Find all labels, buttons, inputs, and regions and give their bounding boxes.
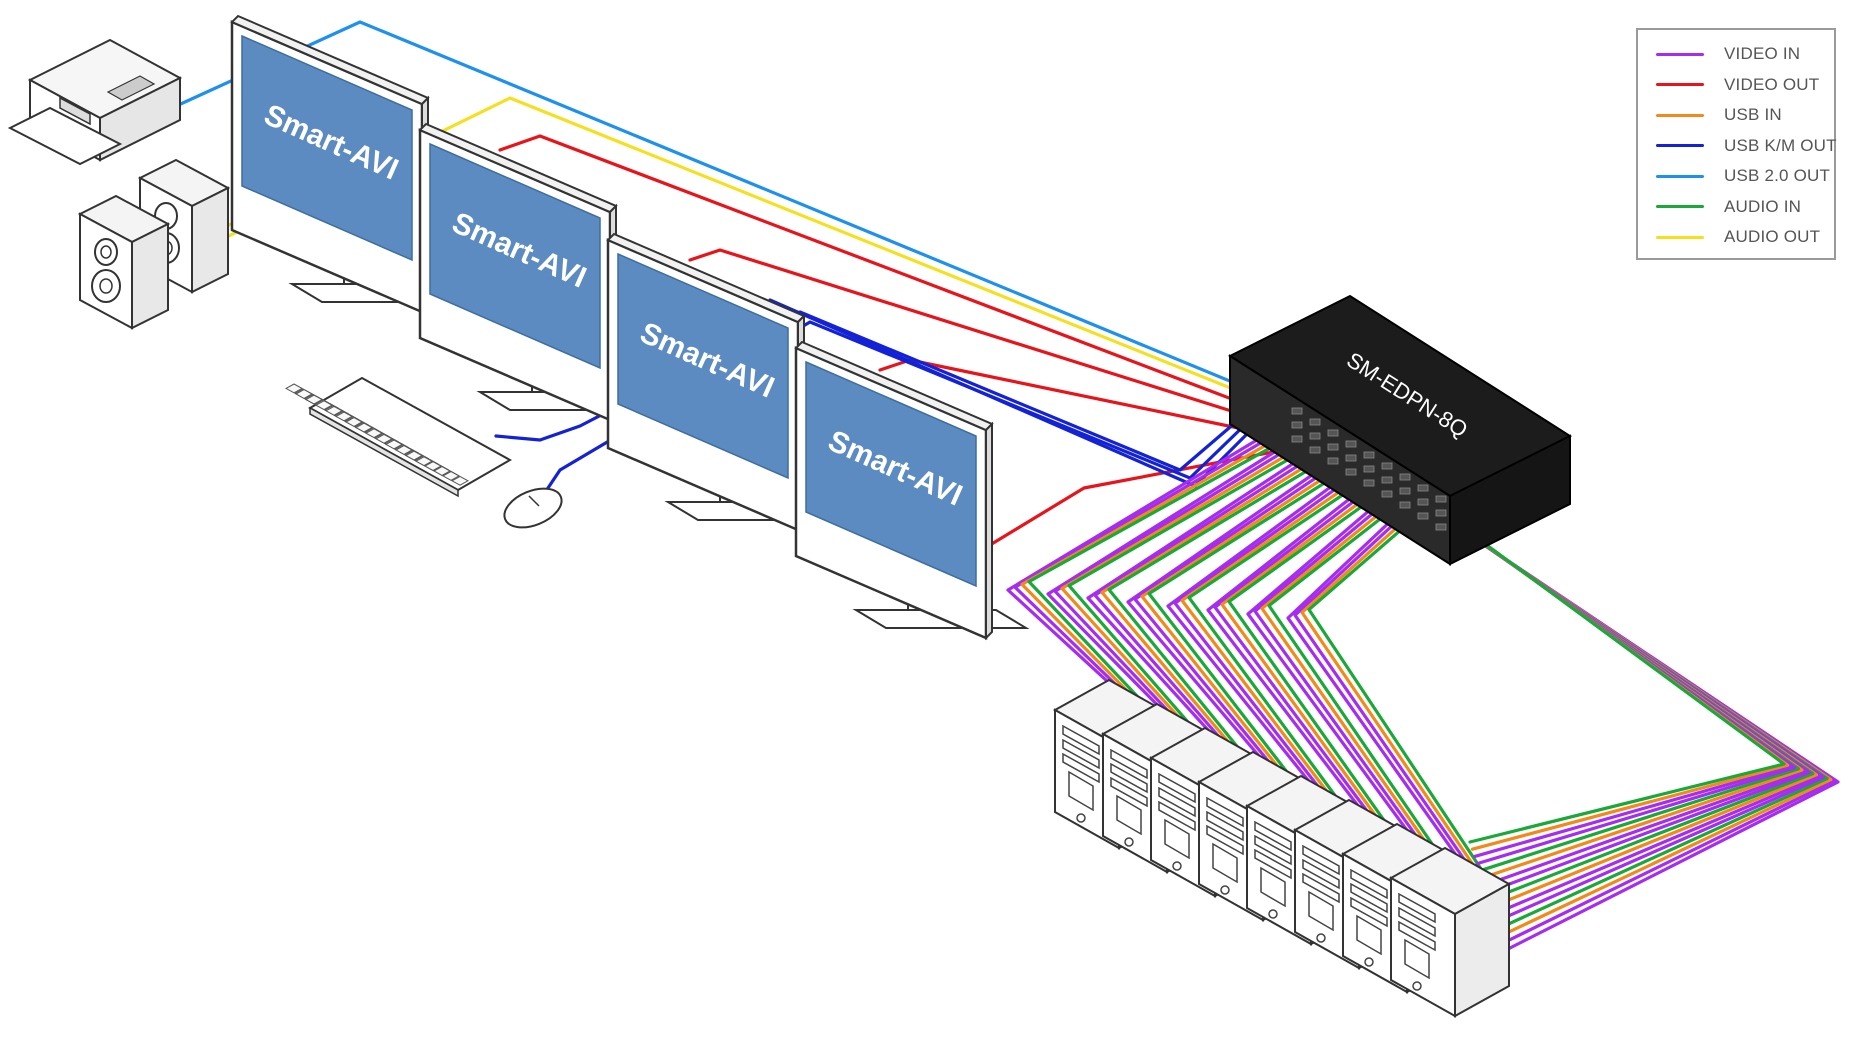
video-in-cable (1213, 477, 1385, 829)
video-in-cable (1307, 507, 1491, 883)
legend-item: USB 2.0 OUT (1656, 164, 1830, 188)
legend-item: VIDEO OUT (1656, 73, 1819, 97)
legend-item: USB K/M OUT (1656, 134, 1837, 158)
legend: VIDEO IN VIDEO OUT USB IN USB K/M OUT USB 2.… (1636, 28, 1837, 260)
video-in-cable (1246, 484, 1422, 850)
video-in-cable (1410, 488, 1786, 844)
video-in-cable (1100, 448, 1334, 760)
monitor-3: Smart-AVI (606, 232, 840, 532)
video-in-cable (1286, 495, 1470, 874)
legend-swatch (1656, 174, 1704, 178)
legend-label: USB IN (1724, 105, 1782, 124)
legend-swatch (1656, 205, 1704, 208)
legend-label: VIDEO OUT (1724, 74, 1820, 94)
video-in-cable (1253, 488, 1429, 853)
video-in-cable (1013, 422, 1295, 709)
legend-label: VIDEO IN (1724, 44, 1801, 63)
legend-item: VIDEO IN (1656, 42, 1800, 66)
legend-swatch (1656, 113, 1704, 117)
legend-label: USB K/M OUT (1724, 135, 1837, 155)
video-out-cable (688, 248, 1300, 434)
video-in-cable (1173, 466, 1367, 805)
monitor-2: Smart-AVI (418, 122, 652, 422)
video-in-cable (1046, 429, 1310, 730)
video-in-cable (1147, 463, 1355, 787)
video-in-cable (1006, 418, 1292, 706)
video-in-cable (1260, 492, 1436, 856)
legend-label: AUDIO IN (1724, 196, 1802, 216)
video-in-cable (1227, 485, 1395, 835)
video-in-cable (1206, 473, 1382, 826)
kvm-switch-icon: SM-EDPN-8Q (1227, 294, 1573, 566)
usb-km-out-cable (538, 320, 1254, 502)
video-in-cable (1126, 451, 1346, 778)
keyboard-icon (284, 376, 513, 498)
video-in-cable (1180, 470, 1370, 808)
cable-bundle (148, 20, 1840, 952)
legend-swatch (1656, 144, 1704, 147)
video-in-cable (1133, 455, 1349, 781)
legend-label: AUDIO OUT (1724, 227, 1821, 246)
legend-item: USB IN (1656, 103, 1782, 127)
legend-label: USB 2.0 OUT (1724, 166, 1831, 185)
video-in-cable (1187, 474, 1373, 811)
speakers-icon (77, 158, 231, 330)
video-in-cable (1060, 437, 1316, 736)
video-in-cable (1093, 444, 1331, 757)
video-in-cable (1086, 440, 1328, 754)
video-in-cable (1300, 503, 1484, 880)
video-in-cable (1107, 452, 1337, 763)
legend-swatch (1656, 83, 1704, 86)
monitor-1: Smart-AVI (230, 14, 464, 314)
printer-icon (7, 38, 183, 166)
usb-2-0-out-cable (148, 20, 1302, 412)
video-in-cable (1053, 433, 1313, 733)
video-in-cable (1020, 426, 1298, 712)
legend-item: AUDIO IN (1656, 195, 1801, 219)
computer-tower-icon (1390, 847, 1510, 1017)
legend-item: AUDIO OUT (1656, 225, 1820, 249)
video-in-cable (1293, 499, 1477, 877)
legend-swatch (1656, 235, 1704, 239)
video-in-cable (1166, 462, 1364, 802)
video-in-cable (1267, 496, 1443, 859)
monitor-4: Smart-AVI (794, 340, 1028, 640)
legend-swatch (1656, 52, 1704, 56)
video-in-cable (1140, 459, 1352, 784)
mouse-icon (503, 487, 563, 529)
video-in-cable (1220, 481, 1388, 832)
video-out-cable (498, 134, 1302, 427)
video-in-cable (1067, 441, 1319, 739)
video-in-cable (1027, 430, 1301, 715)
